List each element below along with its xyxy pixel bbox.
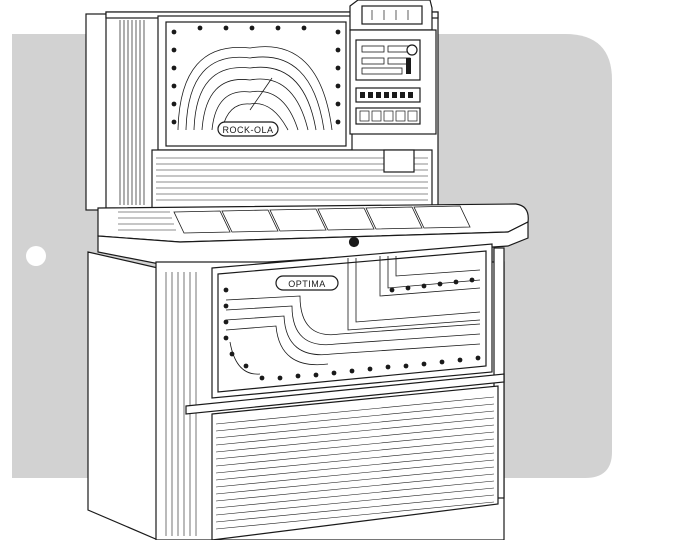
binder-hole — [26, 246, 46, 266]
number-keys — [359, 110, 418, 122]
model-logo-text: OPTIMA — [288, 279, 326, 289]
lower-cabinet-right-edge — [493, 247, 505, 499]
lower-panel-rivets — [223, 277, 481, 381]
upper-side-ribs — [119, 20, 145, 205]
brand-logo-plate — [217, 121, 279, 137]
top-panel-wave-pattern — [177, 46, 333, 131]
title-strip-cards — [173, 205, 471, 234]
upper-cabinet-left-side — [85, 13, 109, 211]
lower-grille-trim — [185, 373, 505, 415]
lower-cabinet-left-side — [87, 251, 159, 541]
coin-slot-icon — [406, 58, 411, 74]
control-module-display-segments — [371, 10, 409, 20]
brand-logo-text: ROCK-OLA — [222, 125, 273, 135]
model-logo-plate — [275, 275, 339, 291]
speaker-vent — [383, 149, 415, 173]
lower-grille-lines — [215, 396, 495, 530]
top-panel-rivets — [171, 25, 341, 125]
shelf-side-ribs — [118, 211, 176, 231]
selection-buttons — [360, 92, 413, 98]
lower-panel-wave-pattern — [225, 256, 481, 375]
control-module-display — [361, 5, 423, 25]
upper-grille-lines — [156, 157, 428, 201]
lower-side-ribs — [165, 272, 197, 536]
selector-shelf-front — [97, 221, 529, 269]
reject-knob-icon — [406, 44, 418, 56]
cabinet-lock-icon — [348, 236, 360, 248]
